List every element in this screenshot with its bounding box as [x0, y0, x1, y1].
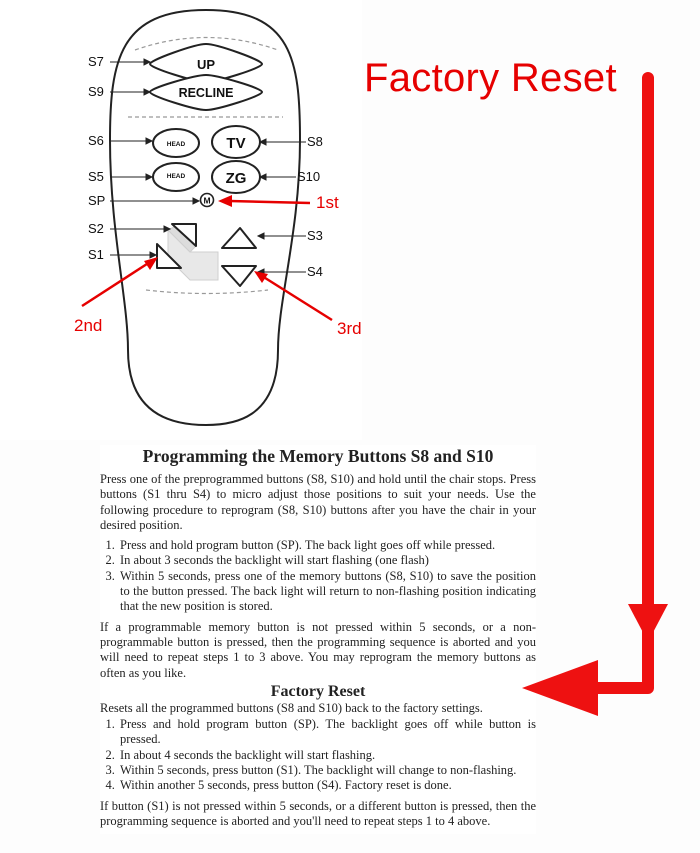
s1-button[interactable]: [156, 243, 182, 269]
red-arrow-path: [584, 72, 654, 694]
memory-steps-list: Press and hold program button (SP). The …: [100, 538, 536, 614]
head-button-top[interactable]: HEAD: [152, 128, 200, 158]
memory-button-label: M: [203, 196, 210, 206]
factory-reset-annotation-title: Factory Reset: [364, 56, 617, 100]
label-s6: S6: [88, 133, 104, 148]
recline-button-label: RECLINE: [179, 86, 234, 100]
zg-button-label: ZG: [226, 170, 247, 187]
head-button-bottom[interactable]: HEAD: [152, 162, 200, 192]
tv-button[interactable]: TV: [211, 125, 261, 159]
memory-buttons-heading: Programming the Memory Buttons S8 and S1…: [142, 446, 494, 466]
reset-step-2: In about 4 seconds the backlight will st…: [118, 748, 536, 763]
reset-abort-note: If button (S1) is not pressed within 5 s…: [100, 798, 536, 828]
manual-page: Programming the Memory Buttons S8 and S1…: [100, 445, 536, 835]
s4-button[interactable]: [221, 265, 257, 287]
label-s9: S9: [88, 84, 104, 99]
callout-lines: [110, 58, 306, 276]
memory-button[interactable]: M: [199, 192, 215, 208]
label-s1: S1: [88, 247, 104, 262]
up-button-label: UP: [197, 57, 215, 72]
label-sp: SP: [88, 193, 105, 208]
memory-step-3: Within 5 seconds, press one of the memor…: [118, 569, 536, 615]
remote-body: [108, 8, 302, 427]
head-button-top-label: HEAD: [167, 141, 186, 148]
factory-reset-heading: Factory Reset: [270, 682, 366, 700]
red-arrow-head-down: [628, 604, 668, 642]
remote-diagram: UP RECLINE HEAD HEAD TV: [0, 0, 362, 440]
step3-arrow: [254, 271, 333, 322]
remote-illustration: UP RECLINE HEAD HEAD TV: [74, 8, 362, 427]
step2-arrow: [81, 257, 158, 308]
label-s4: S4: [307, 264, 323, 279]
dashed-arc-bottom: [145, 289, 269, 295]
reset-step-1: Press and hold program button (SP). The …: [118, 717, 536, 748]
head-button-bottom-label: HEAD: [167, 173, 186, 180]
step1-arrow: [218, 195, 311, 207]
s3-button[interactable]: [221, 227, 257, 249]
reset-intro-paragraph: Resets all the programmed buttons (S8 an…: [100, 700, 483, 715]
memory-abort-note: If a programmable memory button is not p…: [100, 619, 536, 680]
label-s8: S8: [307, 134, 323, 149]
label-s10: S10: [297, 169, 320, 184]
label-s2: S2: [88, 221, 104, 236]
reset-steps-list: Press and hold program button (SP). The …: [100, 717, 536, 793]
label-s5: S5: [88, 169, 104, 184]
label-s7: S7: [88, 54, 104, 69]
s2-button[interactable]: [171, 223, 197, 247]
step1-label: 1st: [316, 193, 339, 212]
memory-step-2: In about 3 seconds the backlight will st…: [118, 553, 536, 568]
tv-button-label: TV: [226, 135, 245, 152]
zg-button[interactable]: ZG: [211, 160, 261, 194]
memory-step-1: Press and hold program button (SP). The …: [118, 538, 536, 553]
step3-label: 3rd: [337, 319, 362, 338]
recline-button[interactable]: RECLINE: [148, 73, 264, 112]
reset-step-3: Within 5 seconds, press button (S1). The…: [118, 763, 536, 778]
dashed-arc-top: [134, 36, 279, 51]
label-s3: S3: [307, 228, 323, 243]
memory-intro-paragraph: Press one of the preprogrammed buttons (…: [100, 472, 536, 532]
reset-step-4: Within another 5 seconds, press button (…: [118, 778, 536, 793]
step2-label: 2nd: [74, 316, 102, 335]
